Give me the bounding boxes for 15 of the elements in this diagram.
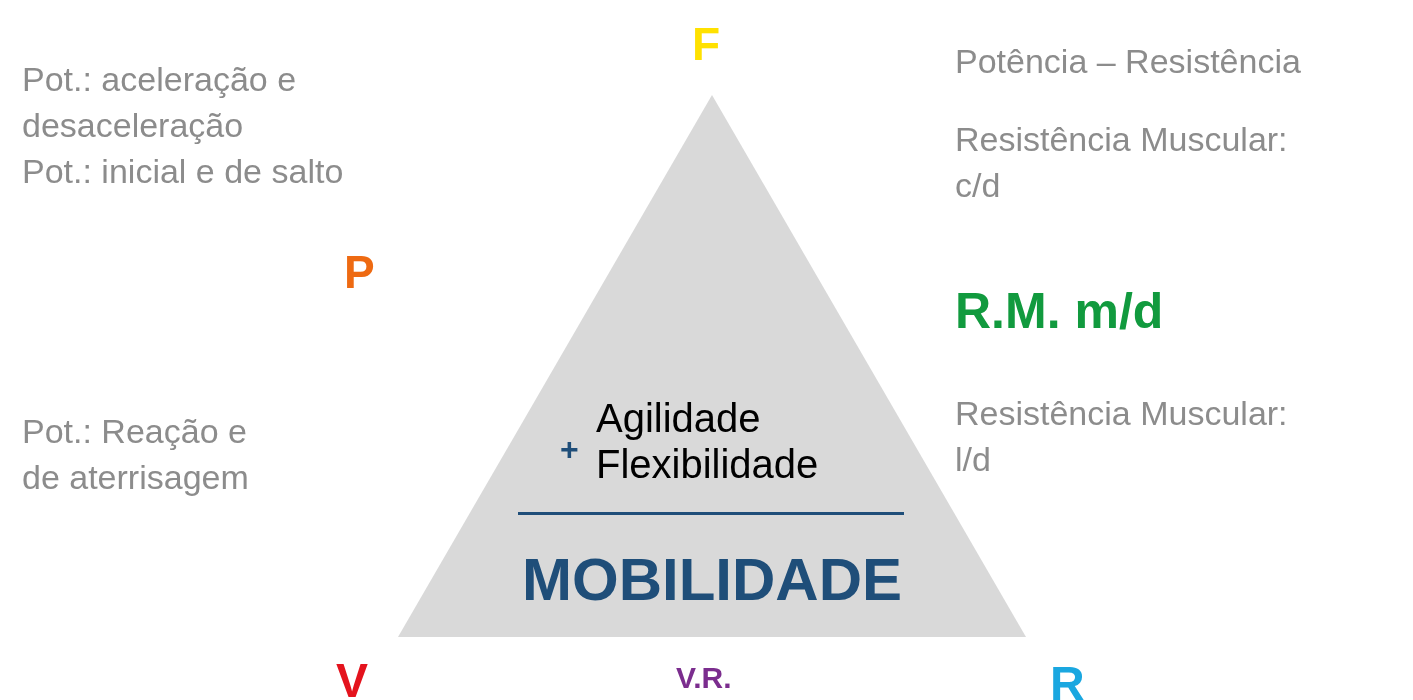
note-text: Pot.: inicial e de salto	[22, 151, 345, 192]
plus-sign: +	[560, 430, 579, 469]
vertex-letter: V	[336, 653, 368, 700]
vertex-letter: P	[344, 245, 375, 300]
highlight-text: R.M. m/d	[955, 282, 1164, 341]
note-text: Resistência Muscular: c/d	[955, 119, 1289, 206]
skill-text: Agilidade Flexibilidade	[596, 395, 820, 487]
side-label: V.R.	[676, 660, 732, 696]
note-text: Resistência Muscular: l/d	[955, 393, 1289, 480]
vertex-letter: F	[692, 17, 721, 72]
note-text: Pot.: aceleração e desaceleração	[22, 59, 298, 146]
title-text: MOBILIDADE	[521, 545, 903, 615]
note-text: Pot.: Reação e de aterrisagem	[22, 411, 250, 498]
vertex-letter: R	[1050, 656, 1085, 700]
note-text: Potência – Resistência	[955, 41, 1302, 82]
